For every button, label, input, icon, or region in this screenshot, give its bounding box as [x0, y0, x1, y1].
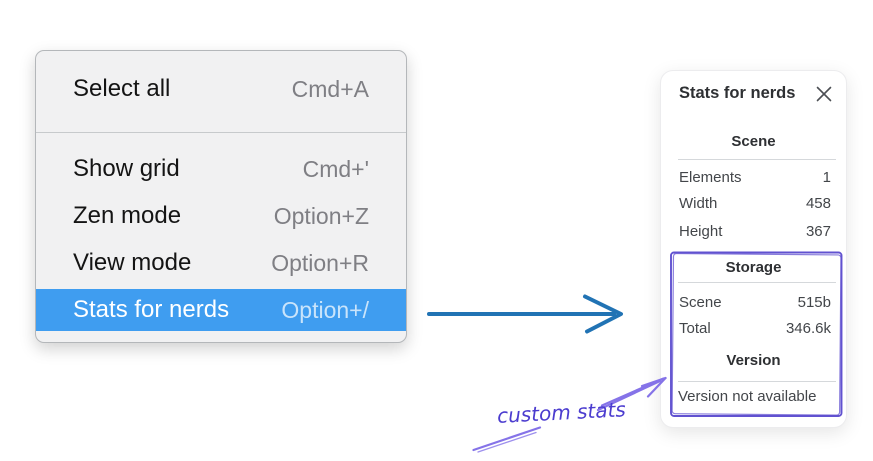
panel-title: Stats for nerds — [679, 84, 796, 102]
stat-row-storage-total: Total 346.6k — [679, 319, 831, 339]
menu-item-zen-mode[interactable]: Zen mode Option+Z — [36, 194, 406, 238]
stats-for-nerds-panel: Stats for nerds Scene Elements 1 Width 4… — [660, 70, 847, 428]
close-icon[interactable] — [815, 85, 833, 103]
menu-item-shortcut: Option+/ — [281, 296, 369, 323]
stat-value: 346.6k — [785, 320, 831, 337]
stat-value: 515b — [797, 294, 831, 311]
stat-value: 367 — [805, 223, 831, 240]
menu-divider — [36, 132, 406, 133]
menu-item-label: View mode — [73, 249, 192, 276]
custom-stats-annotation: custom stats — [496, 397, 627, 428]
stat-label: Scene — [679, 294, 722, 311]
stat-row-height: Height 367 — [679, 222, 831, 242]
menu-item-label: Show grid — [73, 155, 180, 182]
version-note: Version not available — [678, 388, 817, 405]
section-divider — [678, 159, 836, 160]
stat-value: 458 — [805, 195, 831, 212]
section-divider — [678, 381, 836, 382]
menu-item-shortcut: Cmd+' — [302, 155, 369, 182]
stat-row-storage-scene: Scene 515b — [679, 293, 831, 313]
section-heading-storage: Storage — [725, 259, 782, 276]
menu-item-shortcut: Option+R — [271, 249, 369, 276]
stat-row-elements: Elements 1 — [679, 168, 831, 188]
stat-label: Height — [679, 223, 723, 240]
stat-label: Total — [679, 320, 711, 337]
stat-value: 1 — [822, 169, 831, 186]
section-divider — [678, 282, 836, 283]
menu-item-shortcut: Option+Z — [273, 202, 369, 229]
menu-item-shortcut: Cmd+A — [291, 75, 369, 102]
menu-item-stats-for-nerds[interactable]: Stats for nerds Option+/ — [36, 289, 406, 331]
menu-item-show-grid[interactable]: Show grid Cmd+' — [36, 147, 406, 191]
menu-item-label: Select all — [73, 75, 171, 102]
menu-item-label: Stats for nerds — [73, 296, 230, 323]
blue-right-arrow — [427, 294, 623, 334]
section-heading-scene: Scene — [731, 133, 776, 150]
menu-item-view-mode[interactable]: View mode Option+R — [36, 241, 406, 285]
stat-label: Width — [679, 195, 718, 212]
menu-item-label: Zen mode — [73, 202, 182, 229]
context-menu: Select all Cmd+A Show grid Cmd+' Zen mod… — [35, 50, 407, 343]
section-heading-version: Version — [726, 352, 781, 369]
menu-item-select-all[interactable]: Select all Cmd+A — [36, 67, 406, 111]
stat-label: Elements — [679, 169, 742, 186]
purple-annotation-tail — [472, 426, 542, 453]
stat-row-width: Width 458 — [679, 194, 831, 214]
